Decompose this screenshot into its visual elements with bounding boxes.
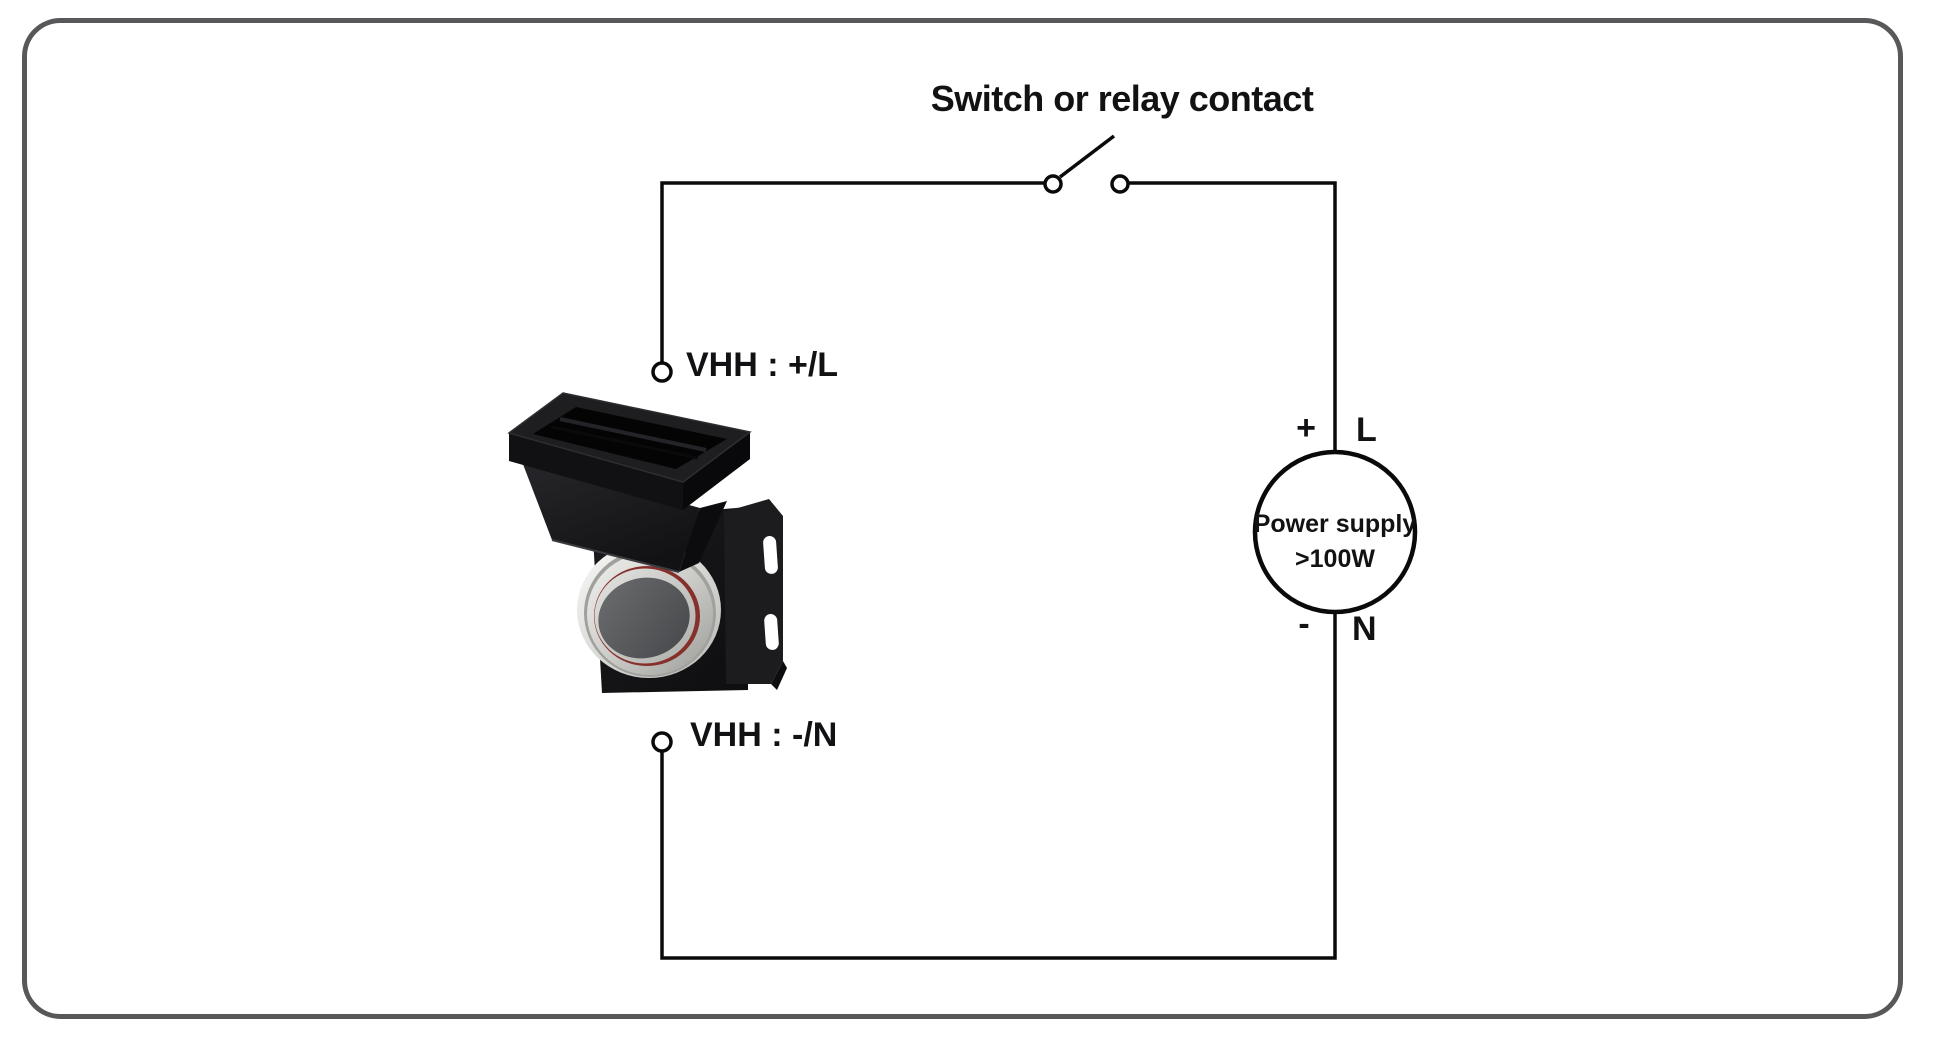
horn-mouth-ridge-shadow — [551, 425, 699, 460]
frame-border — [22, 18, 1903, 1019]
switch-title-label: Switch or relay contact — [930, 78, 1314, 119]
driver-diaphragm — [598, 577, 690, 659]
wire-top-left — [660, 181, 1045, 363]
power-plus-sign: + — [1296, 409, 1316, 447]
circuit-wires — [660, 181, 1337, 960]
horn-mouth-ridge — [559, 417, 707, 452]
terminal-node-positive — [651, 361, 673, 383]
open-switch-symbol — [1043, 134, 1130, 194]
switch-contact-right — [1110, 174, 1130, 194]
terminal-positive-label: VHH : +/L — [686, 346, 839, 384]
siren-device-image — [507, 392, 787, 693]
terminal-negative-label: VHH : -/N — [690, 716, 838, 754]
device-bracket-foot — [771, 661, 787, 690]
power-minus-sign: - — [1298, 605, 1310, 643]
horn-bell — [521, 459, 700, 572]
wire-top-right — [1128, 181, 1337, 452]
horn-bell-side — [679, 501, 727, 572]
terminal-node-negative — [651, 731, 673, 753]
bracket-slot-upper — [763, 535, 778, 574]
bracket-slot-lower — [764, 613, 779, 650]
horn-flange-side — [683, 432, 750, 510]
power-supply-name-label: Power supply — [1253, 510, 1417, 538]
power-live-label: L — [1356, 411, 1377, 449]
power-supply-symbol — [1252, 449, 1418, 615]
wire-bottom-loop — [660, 612, 1337, 960]
horn-flange-front — [509, 433, 683, 510]
power-supply-rating-label: >100W — [1295, 545, 1375, 573]
switch-contact-left — [1043, 174, 1063, 194]
device-bracket — [724, 499, 783, 684]
horn-bell-edge-highlight — [551, 539, 680, 573]
power-neutral-label: N — [1352, 610, 1377, 648]
switch-lever — [1058, 134, 1116, 179]
